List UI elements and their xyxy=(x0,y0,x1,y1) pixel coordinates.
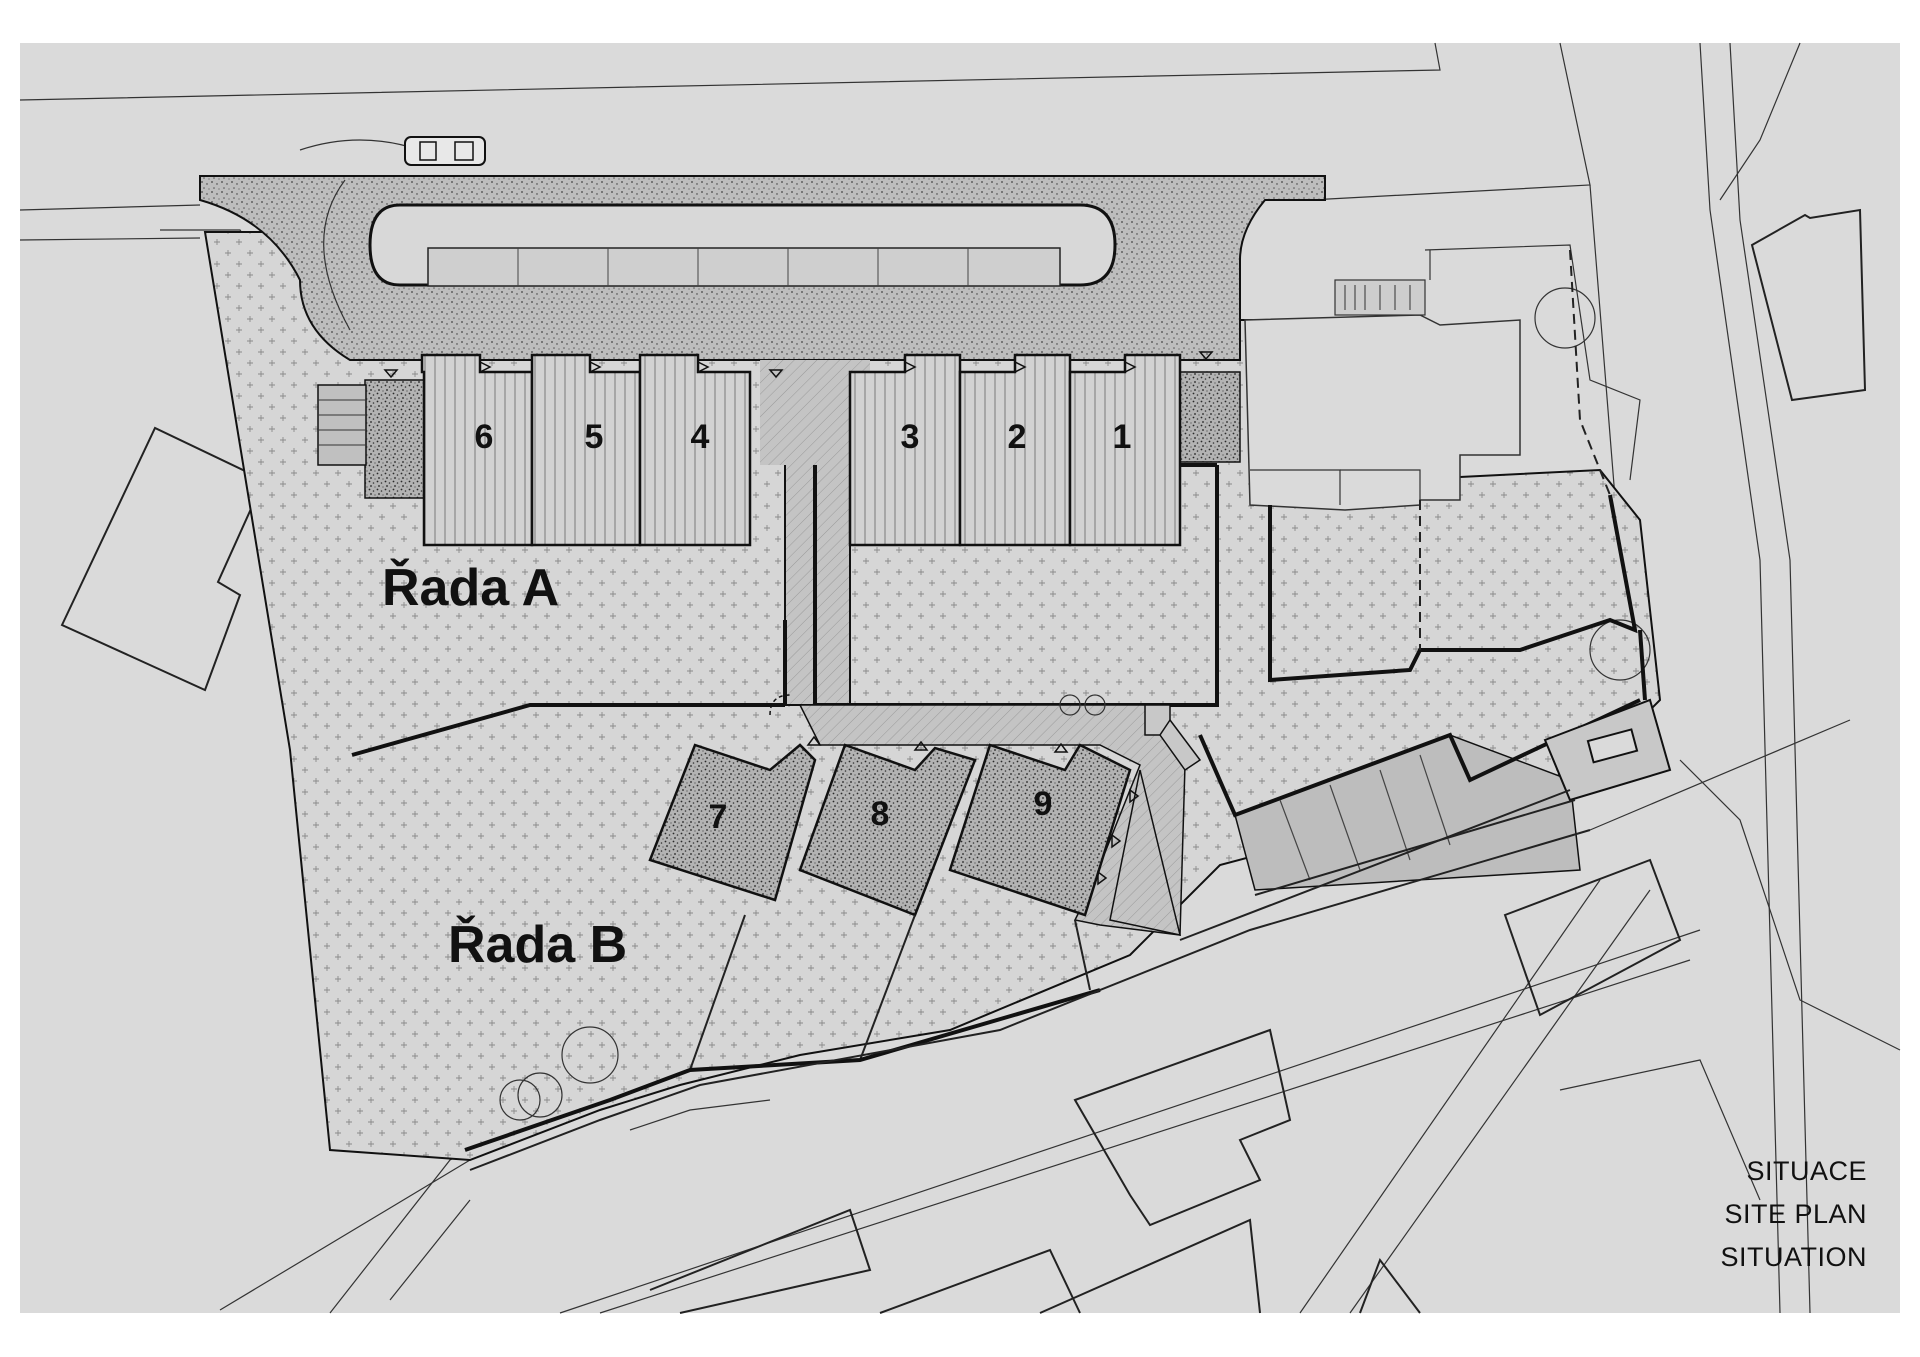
south-boundary xyxy=(464,988,1101,1152)
west-steps xyxy=(317,384,367,466)
row-b-houses xyxy=(648,735,1140,1071)
east-courtyard-wall xyxy=(1268,494,1638,683)
title-cz: SITUACE xyxy=(1746,1156,1867,1186)
parking-area xyxy=(1198,698,1641,891)
row-a-houses xyxy=(383,351,1214,547)
row-b-stair xyxy=(1144,704,1202,772)
unit-7 xyxy=(648,743,817,902)
access-road xyxy=(199,139,1326,361)
row-b-label: Řada B xyxy=(448,915,627,974)
gravel-patch-east xyxy=(1179,371,1241,463)
waste-enclosure xyxy=(1543,698,1672,802)
unit-label-8: 8 xyxy=(871,795,890,833)
unit-9 xyxy=(948,743,1132,917)
row-divider-wall xyxy=(351,703,785,757)
unit-label-4: 4 xyxy=(691,418,710,456)
unit-label-6: 6 xyxy=(475,418,494,456)
unit-label-7: 7 xyxy=(709,798,728,836)
tree-symbols xyxy=(499,694,1106,1121)
title-block: SITUACE SITE PLAN SITUATION xyxy=(1720,1156,1867,1272)
unit-8 xyxy=(798,743,977,917)
unit-label-2: 2 xyxy=(1008,418,1027,456)
row-a-label: Řada A xyxy=(382,558,559,617)
unit-label-5: 5 xyxy=(585,418,604,456)
title-fr: SITUATION xyxy=(1720,1242,1867,1272)
unit-4 xyxy=(638,353,752,547)
unit-label-1: 1 xyxy=(1113,418,1132,456)
existing-building-east xyxy=(1244,244,1651,681)
title-en: SITE PLAN xyxy=(1724,1199,1867,1229)
unit-labels: 6 5 4 3 2 1 7 8 9 xyxy=(475,418,1132,836)
unit-label-9: 9 xyxy=(1034,785,1053,823)
gravel-patch-west xyxy=(364,379,426,499)
unit-label-3: 3 xyxy=(901,418,920,456)
neighbor-buildings xyxy=(60,208,1867,1314)
car-icon xyxy=(404,136,486,166)
